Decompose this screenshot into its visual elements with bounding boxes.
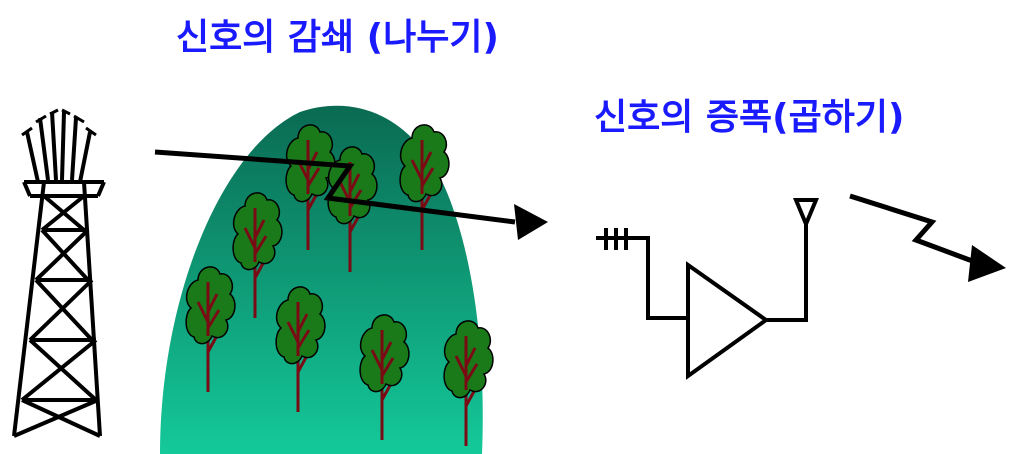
- amplifier-icon: [686, 222, 808, 380]
- input-antenna-icon: [596, 228, 688, 320]
- attenuation-title: 신호의 감쇄 (나누기): [176, 17, 499, 58]
- lightning-arrow-icon: [849, 193, 1006, 282]
- amplification-title: 신호의 증폭(곱하기): [594, 97, 905, 138]
- transmission-tower-icon: [12, 108, 106, 438]
- antenna-icon: [793, 198, 819, 230]
- attenuated-signal-arrow: [154, 149, 548, 240]
